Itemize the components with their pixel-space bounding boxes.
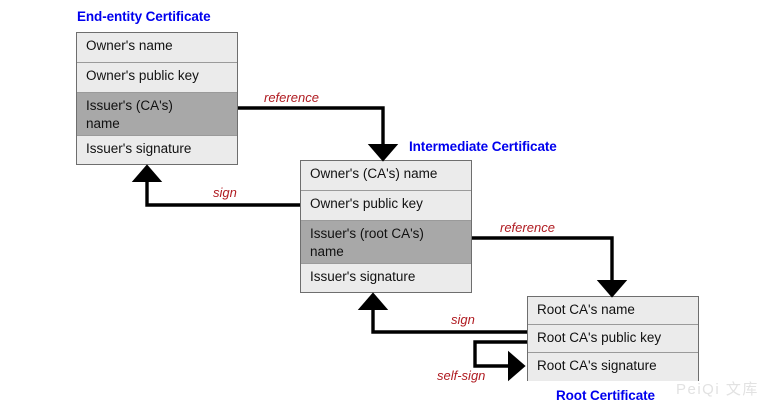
end-entity-row-owner-name: Owner's name bbox=[77, 33, 237, 63]
edge-label-sign-intermediate-to-end: sign bbox=[213, 185, 237, 200]
intermediate-row-owner-name: Owner's (CA's) name bbox=[301, 161, 471, 191]
root-certificate-title: Root Certificate bbox=[556, 388, 655, 403]
arrow-reference-end-to-intermediate bbox=[238, 106, 399, 162]
arrow-sign-root-to-intermediate bbox=[357, 292, 527, 334]
end-entity-row-owner-public-key: Owner's public key bbox=[77, 63, 237, 93]
end-entity-row-issuer-name: Issuer's (CA's) name bbox=[77, 93, 237, 136]
edge-label-sign-root-to-intermediate: sign bbox=[451, 312, 475, 327]
intermediate-certificate-title: Intermediate Certificate bbox=[409, 139, 557, 154]
intermediate-row-issuer-signature: Issuer's signature bbox=[301, 264, 471, 292]
intermediate-row-owner-public-key: Owner's public key bbox=[301, 191, 471, 221]
root-row-public-key: Root CA's public key bbox=[528, 325, 698, 353]
intermediate-row-issuer-name: Issuer's (root CA's) name bbox=[301, 221, 471, 264]
root-row-name: Root CA's name bbox=[528, 297, 698, 325]
end-entity-certificate-title: End-entity Certificate bbox=[77, 9, 211, 24]
root-certificate-box: Root CA's name Root CA's public key Root… bbox=[527, 296, 699, 381]
root-row-signature: Root CA's signature bbox=[528, 353, 698, 381]
watermark: PeiQi 文库 bbox=[676, 381, 759, 398]
arrow-reference-intermediate-to-root bbox=[472, 236, 628, 298]
intermediate-certificate-box: Owner's (CA's) name Owner's public key I… bbox=[300, 160, 472, 293]
end-entity-row-issuer-signature: Issuer's signature bbox=[77, 136, 237, 164]
edge-label-self-sign-root: self-sign bbox=[437, 368, 486, 383]
edge-label-reference-end-to-intermediate: reference bbox=[264, 90, 319, 105]
arrow-self-sign-root bbox=[473, 340, 527, 382]
end-entity-certificate-box: Owner's name Owner's public key Issuer's… bbox=[76, 32, 238, 165]
edge-label-reference-intermediate-to-root: reference bbox=[500, 220, 555, 235]
